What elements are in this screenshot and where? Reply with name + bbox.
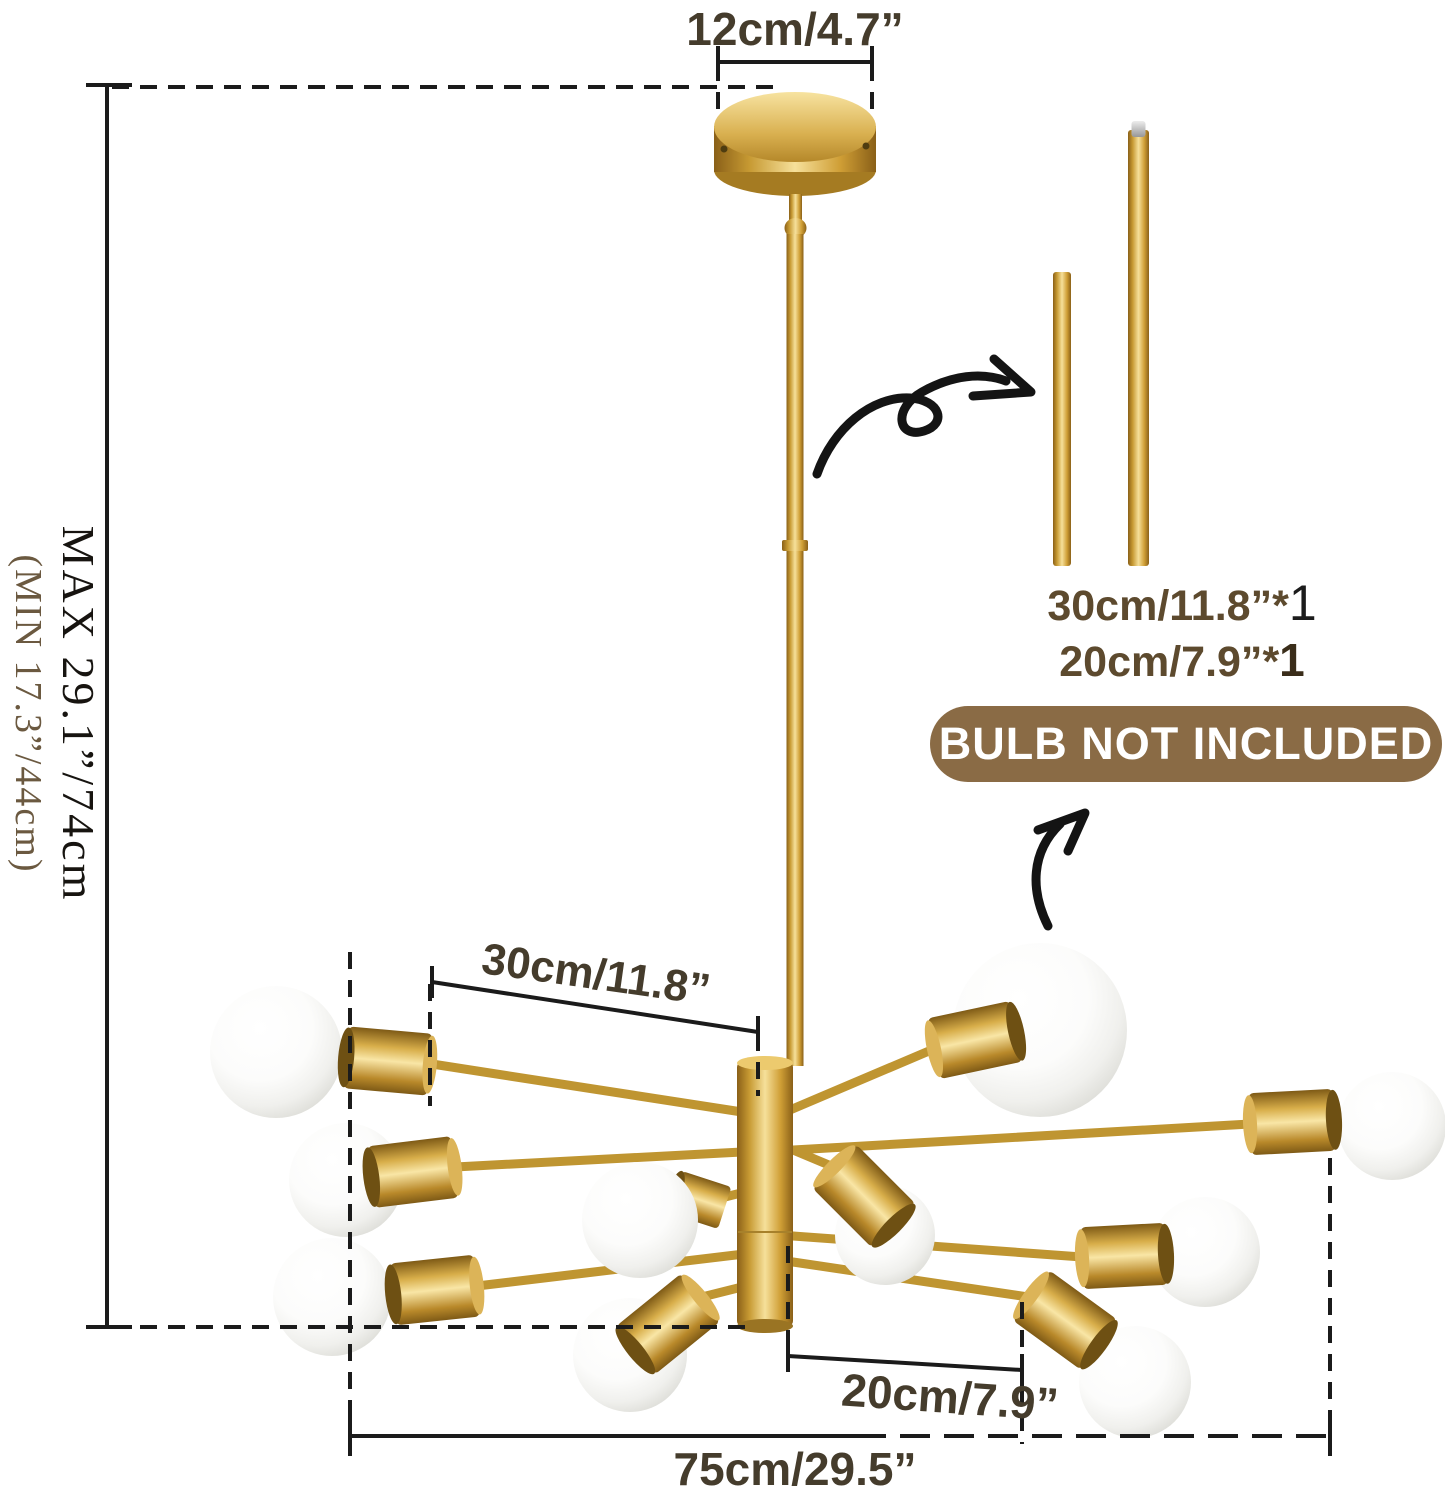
rod-20cm-size: 20cm/7.9”: [1059, 638, 1263, 686]
rod-threaded-tip: [1131, 121, 1146, 137]
arms: [427, 1043, 1255, 1303]
curved-arrow-icon: [1031, 808, 1090, 931]
rod-30cm-label: 30cm/11.8”*1: [1012, 574, 1352, 633]
bulbs: [210, 943, 1445, 1438]
total-width-dimension-label: 75cm/29.5”: [673, 1443, 917, 1493]
down-rod: [782, 234, 808, 1066]
arm: [450, 1147, 747, 1172]
bulb: [1338, 1072, 1445, 1180]
asterisk: *: [1262, 638, 1280, 686]
arm: [785, 1043, 941, 1115]
bulb-not-included-badge: BULB NOT INCLUDED: [930, 706, 1442, 782]
rod-30cm-size: 30cm/11.8”: [1047, 582, 1273, 630]
rod-20cm-qty: 1: [1279, 634, 1305, 686]
canopy-width-dimension-label: 12cm/4.7”: [686, 3, 904, 55]
hub: [737, 1056, 793, 1333]
arm: [788, 1257, 1040, 1303]
bulb-socket: [337, 1026, 438, 1096]
dimension-lines: [86, 46, 1332, 1456]
bulb: [582, 1162, 698, 1278]
bulb-socket: [813, 1145, 916, 1248]
bulb: [1150, 1197, 1260, 1307]
bulb-socket: [1074, 1223, 1175, 1289]
ceiling-canopy: [714, 92, 876, 238]
curly-arrow-icon: [812, 354, 1036, 479]
bulb-socket: [924, 1001, 1027, 1079]
chandelier: [210, 92, 1445, 1438]
arm: [427, 1059, 747, 1117]
min-height-label: (MIN 17.3”/44cm): [7, 554, 49, 874]
bulb-socket: [384, 1255, 485, 1325]
extension-lines: [112, 64, 1332, 1444]
bulb: [273, 1238, 391, 1356]
rod-20cm-label: 20cm/7.9”*1: [1012, 633, 1352, 688]
spare-rods: [1053, 121, 1149, 566]
bulb: [953, 943, 1127, 1117]
canopy-screw: [720, 145, 728, 153]
bulb: [1079, 1326, 1191, 1438]
max-height-label: MAX 29.1”/74cm: [53, 525, 104, 903]
sockets: [337, 1001, 1343, 1375]
asterisk: *: [1272, 582, 1289, 630]
bulb-socket: [615, 1274, 720, 1375]
spare-rod-labels: 30cm/11.8”*1 20cm/7.9”*1: [1012, 574, 1352, 688]
canopy-screw: [862, 142, 870, 150]
bulb-socket: [362, 1136, 463, 1208]
height-dimension-labels: MAX 29.1”/74cm (MIN 17.3”/44cm): [0, 414, 104, 1014]
spare-rod-30cm: [1128, 130, 1149, 566]
arm: [472, 1249, 749, 1291]
bulb-socket: [1242, 1089, 1343, 1155]
bulb: [210, 986, 342, 1118]
arm: [788, 1119, 1255, 1155]
spare-rod-20cm: [1053, 272, 1071, 566]
arrow-icons: [812, 354, 1090, 931]
rod-30cm-qty: 1: [1288, 575, 1317, 631]
